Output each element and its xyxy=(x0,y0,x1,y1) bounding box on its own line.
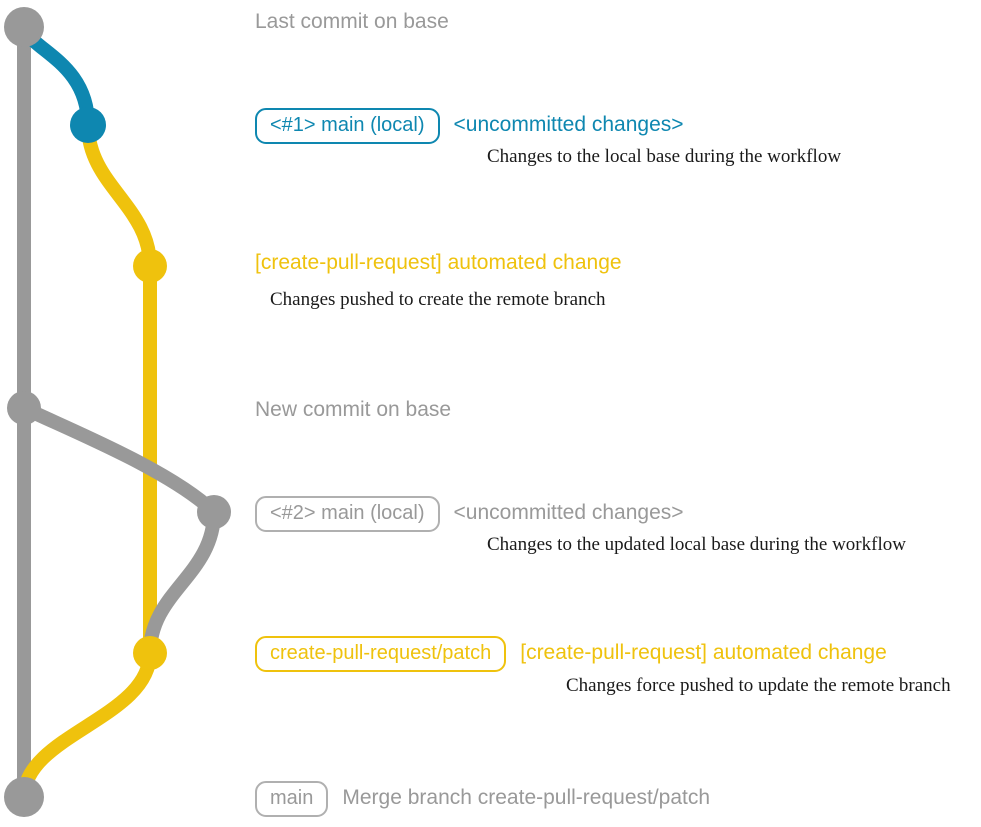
commit-message-patch-2: [create-pull-request] automated change xyxy=(520,641,887,664)
commit-message-local-1: <uncommitted changes> xyxy=(453,113,684,136)
commit-row-patch-1: [create-pull-request] automated change xyxy=(255,251,622,275)
commit-row-patch-2: create-pull-request/patch [create-pull-r… xyxy=(255,636,887,672)
commit-message-new-commit: New commit on base xyxy=(255,398,452,421)
commit-node-local-1[interactable] xyxy=(70,107,106,143)
commit-row-new-commit: New commit on base xyxy=(255,398,451,422)
edge-local2-to-patch2 xyxy=(143,505,221,660)
commit-message-local-2: <uncommitted changes> xyxy=(453,501,684,524)
commit-message-patch-1: [create-pull-request] automated change xyxy=(255,251,622,274)
commit-node-new-commit-on-base[interactable] xyxy=(7,391,41,425)
edge-base-to-local2 xyxy=(17,401,221,519)
commit-node-patch-1[interactable] xyxy=(133,249,167,283)
branch-badge-main-local-2[interactable]: <#2> main (local) xyxy=(255,496,440,532)
branch-badge-main[interactable]: main xyxy=(255,781,329,817)
commit-row-merge: main Merge branch create-pull-request/pa… xyxy=(255,781,710,817)
edge-patch2-to-merge xyxy=(17,646,157,804)
commit-row-local-1: <#1> main (local) <uncommitted changes> xyxy=(255,108,684,144)
commit-node-last-commit-on-base[interactable] xyxy=(4,7,44,47)
edge-local1-to-patch1 xyxy=(81,118,157,273)
branch-badge-main-local-1[interactable]: <#1> main (local) xyxy=(255,108,440,144)
commit-row-last-commit: Last commit on base xyxy=(255,10,449,34)
commit-row-local-2: <#2> main (local) <uncommitted changes> xyxy=(255,496,684,532)
commit-description-local-1: Changes to the local base during the wor… xyxy=(487,146,842,167)
branch-badge-create-pull-request-patch[interactable]: create-pull-request/patch xyxy=(255,636,507,672)
commit-message-last-commit: Last commit on base xyxy=(255,10,449,33)
commit-node-merge[interactable] xyxy=(4,777,44,817)
commit-node-local-2[interactable] xyxy=(197,495,231,529)
commit-node-patch-2[interactable] xyxy=(133,636,167,670)
commit-description-patch-1: Changes pushed to create the remote bran… xyxy=(270,289,606,310)
commit-message-merge: Merge branch create-pull-request/patch xyxy=(342,786,711,809)
commit-description-patch-2: Changes force pushed to update the remot… xyxy=(566,675,951,696)
commit-description-local-2: Changes to the updated local base during… xyxy=(487,534,906,555)
